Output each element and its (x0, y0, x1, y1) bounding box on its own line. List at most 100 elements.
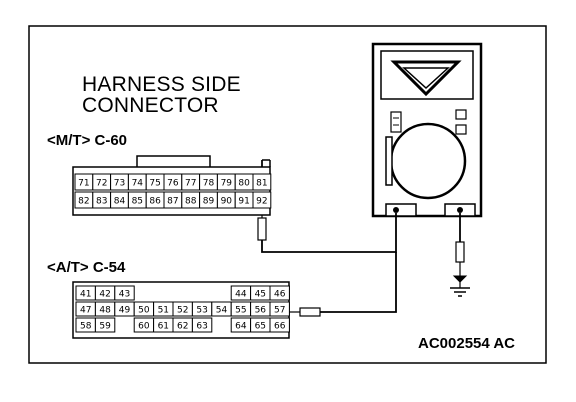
connector-label-c54: <A/T> C-54 (47, 259, 126, 276)
probe-leads (257, 207, 465, 317)
pin-number: 73 (114, 179, 125, 189)
pin-number: 41 (80, 290, 91, 300)
pin-cell: 72 (92, 173, 112, 191)
pin-cell: 65 (250, 317, 271, 333)
pin-cell: 80 (234, 173, 254, 191)
pin-cell: 53 (191, 301, 213, 317)
pin-cell: 56 (250, 301, 271, 317)
pin-number: 47 (80, 306, 91, 316)
pin-number: 57 (274, 306, 285, 316)
pin-number: 60 (138, 322, 150, 332)
pin-cell: 44 (230, 285, 252, 301)
pin-cell: 86 (145, 191, 165, 209)
pin-cell: 45 (250, 285, 271, 301)
pin-cell: 51 (153, 301, 174, 317)
pin-number: 62 (177, 322, 188, 332)
pin-cell: 73 (110, 173, 129, 191)
pin-cell: 92 (252, 191, 272, 209)
pin-number: 43 (119, 290, 130, 300)
pin-number: 71 (78, 179, 89, 189)
pin-number: 86 (149, 197, 161, 207)
pin-number: 58 (80, 322, 92, 332)
pin-cell: 58 (75, 317, 96, 333)
pin-cell: 64 (230, 317, 252, 333)
pin-number: 64 (235, 322, 247, 332)
connector-label-c60: <M/T> C-60 (47, 132, 128, 149)
pin-cell: 91 (234, 191, 254, 209)
pin-cell: 57 (269, 301, 290, 317)
pin-cell: 89 (199, 191, 218, 209)
pin-number: 52 (177, 306, 188, 316)
pin-cell: 87 (163, 191, 183, 209)
pin-number: 81 (256, 179, 267, 189)
pin-number: 53 (196, 306, 207, 316)
pin-number: 89 (203, 197, 215, 207)
title-line-2: CONNECTOR (82, 94, 219, 117)
pin-number: 66 (274, 322, 286, 332)
pin-number: 92 (256, 197, 267, 207)
pin-cell: 59 (94, 317, 116, 333)
pin-number: 55 (235, 306, 246, 316)
pin-cell: 79 (216, 173, 236, 191)
pin-number: 46 (274, 290, 286, 300)
pin-number: 88 (185, 197, 197, 207)
pin-number: 76 (167, 179, 179, 189)
pin-number: 80 (238, 179, 250, 189)
pin-cell: 88 (181, 191, 201, 209)
pin-cell: 62 (172, 317, 193, 333)
pin-number: 59 (99, 322, 111, 332)
pin-cell: 41 (75, 285, 96, 301)
pin-number: 44 (235, 290, 247, 300)
pin-number: 65 (255, 322, 266, 332)
pin-cell: 54 (211, 301, 232, 317)
diagram-frame (28, 25, 547, 364)
pin-number: 85 (132, 197, 143, 207)
pin-number: 82 (78, 197, 89, 207)
pin-cell: 52 (172, 301, 193, 317)
pin-number: 56 (255, 306, 267, 316)
pin-cell: 76 (163, 173, 183, 191)
pin-cell: 60 (133, 317, 155, 333)
pin-number: 84 (114, 197, 126, 207)
figure-id: AC002554 AC (418, 335, 515, 352)
pin-number: 83 (96, 197, 107, 207)
pin-cell: 81 (252, 173, 272, 191)
ground-icon (450, 275, 470, 297)
pin-cell: 66 (269, 317, 290, 333)
pin-number: 50 (138, 306, 150, 316)
pin-number: 91 (238, 197, 249, 207)
title-line-1: HARNESS SIDE (82, 73, 241, 96)
pin-cell: 78 (199, 173, 218, 191)
pin-number: 72 (96, 179, 107, 189)
pin-cell: 49 (114, 301, 135, 317)
pin-cell: 61 (153, 317, 174, 333)
pin-cell: 63 (191, 317, 213, 333)
pin-cell: 90 (216, 191, 236, 209)
pin-number: 87 (167, 197, 178, 207)
pin-number: 90 (221, 197, 233, 207)
pin-number: 75 (149, 179, 160, 189)
pin-cell: 77 (181, 173, 201, 191)
pin-cell: 82 (74, 191, 94, 209)
pin-cell: 42 (94, 285, 116, 301)
pin-number: 42 (99, 290, 110, 300)
pin-number: 74 (132, 179, 144, 189)
pin-cell: 46 (269, 285, 290, 301)
pin-cell: 55 (230, 301, 252, 317)
pin-number: 78 (203, 179, 215, 189)
pin-number: 51 (158, 306, 169, 316)
pin-number: 45 (255, 290, 266, 300)
pin-cell: 50 (133, 301, 155, 317)
pin-cell: 71 (74, 173, 94, 191)
pin-cell: 84 (110, 191, 129, 209)
pin-cell: 48 (94, 301, 116, 317)
pin-cell: 74 (127, 173, 147, 191)
pin-number: 77 (185, 179, 196, 189)
pin-number: 54 (216, 306, 228, 316)
pin-cell: 83 (92, 191, 112, 209)
pin-cell: 85 (127, 191, 147, 209)
